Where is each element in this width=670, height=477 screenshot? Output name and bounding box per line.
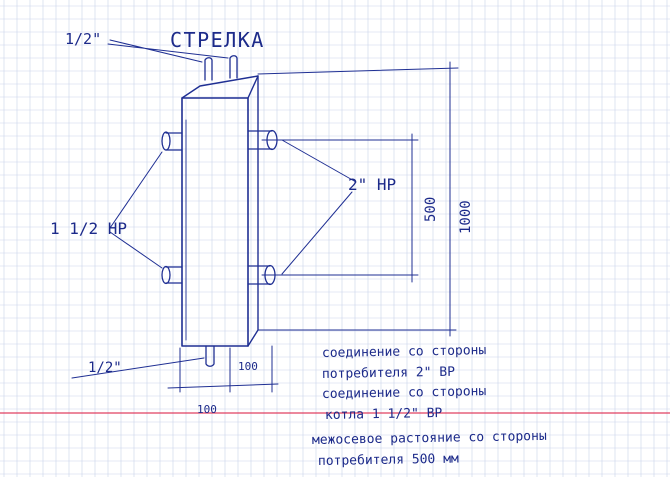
- note-line-2: потребителя 2" ВР: [322, 365, 455, 382]
- right-ports-label: 2" НР: [348, 175, 396, 194]
- left-ports: [161, 131, 183, 285]
- top-inlet-label: 1/2": [65, 30, 101, 48]
- note-line-1: соединение со стороны: [322, 343, 487, 361]
- left-ports-label: 1 1/2 НР: [50, 219, 127, 238]
- note-line-6: потребителя 500 мм: [318, 452, 459, 469]
- dimension-100-left-label: 100: [197, 403, 217, 416]
- bottom-drain: [205, 345, 215, 367]
- top-fittings: [204, 55, 238, 81]
- note-line-3: соединение со стороны: [322, 384, 487, 402]
- bottom-drain-label: 1/2": [88, 360, 122, 376]
- notes-block: соединение со стороны потребителя 2" ВР …: [312, 343, 547, 469]
- leader-lines: [71, 39, 357, 379]
- separator-body: [181, 75, 259, 347]
- dimension-lines: [167, 61, 459, 393]
- note-line-4: котла 1 1/2" ВР: [325, 406, 443, 423]
- title-label: СТРЕЛКА: [170, 28, 265, 52]
- right-ports: [247, 129, 278, 286]
- dimension-1000-label: 1000: [458, 200, 474, 234]
- dimension-100-right-label: 100: [238, 360, 258, 373]
- dimension-500-label: 500: [423, 197, 439, 222]
- note-line-5: межосевое растояние со стороны: [312, 429, 547, 448]
